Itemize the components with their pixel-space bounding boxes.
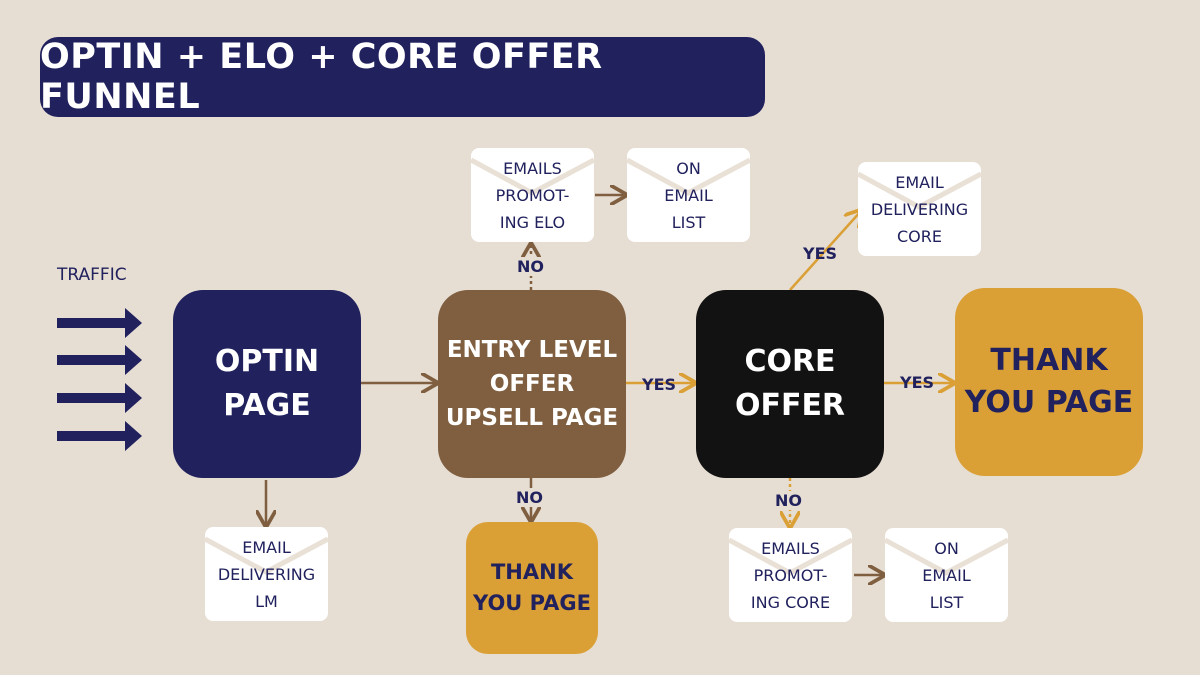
arrow-core-to-delivery-email (789, 211, 861, 291)
email-promoting-core: EMAILS PROMOT- ING CORE (729, 528, 852, 622)
envelope-icon (729, 528, 852, 622)
envelope-icon (885, 528, 1008, 622)
email-label: EMAILS PROMOT- ING CORE (750, 538, 831, 612)
core-offer-node: CORE OFFER (696, 290, 884, 478)
email-label: ON EMAIL LIST (664, 158, 713, 232)
diagram-title: OPTIN + ELO + CORE OFFER FUNNEL (40, 37, 765, 117)
email-label: EMAILS PROMOT- ING ELO (495, 158, 570, 232)
traffic-label: TRAFFIC (57, 265, 127, 285)
edge-label-elo-no-down: NO (516, 488, 543, 507)
email-label: EMAIL DELIVERING LM (217, 537, 316, 611)
thank-you-elo-node: THANK YOU PAGE (466, 522, 598, 654)
envelope-icon (471, 148, 594, 242)
traffic-arrows (57, 308, 142, 451)
traffic-arrow (57, 421, 142, 451)
edge-label-elo-yes: YES (642, 375, 677, 394)
email-on-list-bottom: ON EMAIL LIST (885, 528, 1008, 622)
traffic-arrow (57, 345, 142, 375)
email-label: ON EMAIL LIST (922, 538, 971, 612)
edge-label-core-no: NO (775, 491, 802, 510)
email-promoting-elo: EMAILS PROMOT- ING ELO (471, 148, 594, 242)
envelope-icon (627, 148, 750, 242)
thank-you-core-node: THANK YOU PAGE (955, 288, 1143, 476)
edge-label-core-up-yes: YES (803, 244, 838, 263)
envelope-icon (858, 162, 981, 256)
edge-label-core-yes: YES (900, 373, 935, 392)
email-delivering-core: EMAIL DELIVERING CORE (858, 162, 981, 256)
email-delivering-lm: EMAIL DELIVERING LM (205, 527, 328, 621)
envelope-icon (205, 527, 328, 621)
traffic-arrow (57, 308, 142, 338)
email-on-list-top: ON EMAIL LIST (627, 148, 750, 242)
traffic-arrow (57, 383, 142, 413)
optin-page-node: OPTIN PAGE (173, 290, 361, 478)
entry-level-offer-node: ENTRY LEVEL OFFER UPSELL PAGE (438, 290, 626, 478)
email-label: EMAIL DELIVERING CORE (870, 172, 969, 246)
edge-label-elo-no-up: NO (517, 257, 544, 276)
